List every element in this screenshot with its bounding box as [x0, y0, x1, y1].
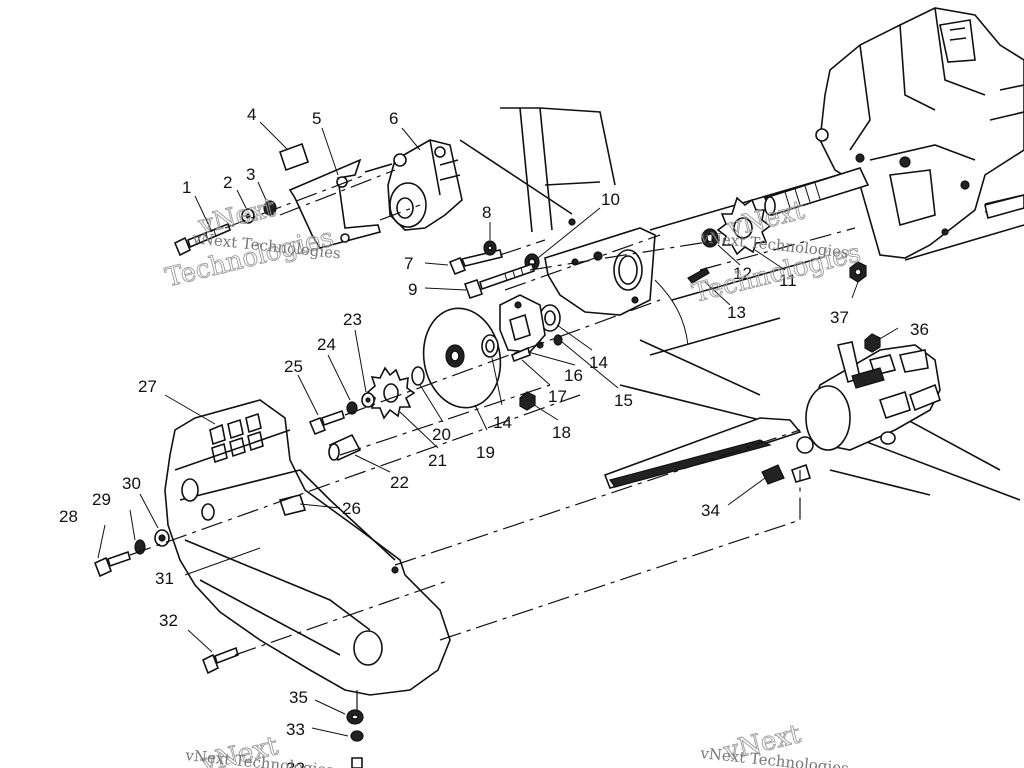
bolt-13: [687, 267, 710, 284]
part-label-29: 29: [92, 490, 111, 509]
label-4: [278, 142, 310, 172]
part-label-24: 24: [317, 335, 336, 354]
washer-2: [241, 208, 255, 224]
part-label-12: 12: [733, 264, 752, 283]
washer-23: [361, 392, 375, 408]
part-label-14a: 14: [589, 353, 608, 372]
disc-19: [422, 307, 502, 409]
part-label-14b: 14: [493, 413, 512, 432]
part-label-21: 21: [428, 451, 447, 470]
part-label-26: 26: [342, 499, 361, 518]
part-label-1: 1: [182, 178, 191, 197]
part-label-8: 8: [482, 203, 491, 222]
part-label-32b: 32: [286, 759, 305, 768]
bolt-bottom: [351, 757, 363, 768]
part-label-31: 31: [155, 569, 174, 588]
spacer-22: [328, 433, 362, 462]
chain-guard-31: [164, 399, 451, 696]
part-label-13: 13: [727, 303, 746, 322]
motor-6: [364, 139, 463, 231]
part-label-20: 20: [432, 425, 451, 444]
belt-chain: [603, 417, 802, 489]
part-label-18: 18: [552, 423, 571, 442]
watermark-center-small: vNext Technologies: [699, 228, 850, 262]
support-plate-10: [544, 218, 689, 346]
clip-34: [761, 463, 812, 485]
part-label-28: 28: [59, 507, 78, 526]
part-label-37: 37: [830, 308, 849, 327]
part-label-15: 15: [614, 391, 633, 410]
part-label-19: 19: [476, 443, 495, 462]
nut-18: [519, 391, 536, 411]
part-label-2: 2: [223, 173, 232, 192]
part-label-35: 35: [289, 688, 308, 707]
part-label-7: 7: [404, 254, 413, 273]
part-labels: 1 2 3 4 5 6 7 8 9 10 11 12 13 14 14 14 1…: [59, 105, 929, 768]
drive-shaft: [763, 167, 1024, 219]
washer-33: [350, 730, 364, 742]
part-label-16: 16: [564, 366, 583, 385]
part-label-30: 30: [122, 474, 141, 493]
part-label-9: 9: [408, 280, 417, 299]
part-label-25: 25: [284, 357, 303, 376]
nut-36: [864, 333, 881, 353]
leader-lines: [97, 121, 899, 737]
transmission-housing: [815, 7, 1024, 259]
sprocket-11: [716, 196, 772, 256]
seal-15: [553, 334, 563, 346]
alignment-lines: [129, 169, 856, 712]
bolt-28: [93, 550, 131, 578]
nut-37: [849, 261, 867, 283]
part-label-4: 4: [247, 105, 256, 124]
washer-30: [154, 529, 170, 547]
sprocket-21: [366, 366, 416, 420]
drum-36: [796, 341, 941, 454]
part-label-22: 22: [390, 473, 409, 492]
part-label-36: 36: [910, 320, 929, 339]
part-label-10: 10: [601, 190, 620, 209]
bolt-9: [463, 262, 535, 300]
bracket-5: [288, 158, 381, 249]
bearing-14: [481, 334, 499, 358]
part-label-17: 17: [548, 387, 567, 406]
part-label-6: 6: [389, 109, 398, 128]
part-label-34: 34: [701, 501, 720, 520]
bolt-25: [308, 409, 345, 436]
part-label-5: 5: [312, 109, 321, 128]
bolt-32: [201, 646, 239, 675]
part-label-11: 11: [779, 271, 797, 290]
part-label-3: 3: [246, 165, 255, 184]
part-label-32: 32: [159, 611, 178, 630]
nut-35: [346, 709, 364, 725]
washer-8: [483, 240, 497, 256]
flange-16-17: [499, 294, 546, 363]
part-label-27: 27: [138, 377, 157, 396]
washer-20: [411, 366, 425, 386]
part-label-23: 23: [343, 310, 362, 329]
part-label-33: 33: [286, 720, 305, 739]
bolt-1: [173, 222, 231, 257]
